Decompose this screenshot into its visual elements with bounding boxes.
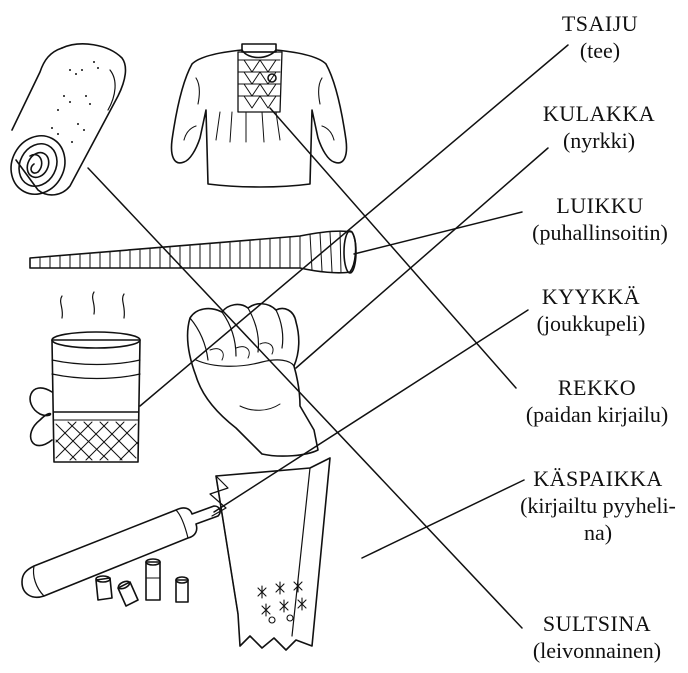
translation: (leivonnainen) <box>512 637 682 664</box>
label-luikku: LUIKKU (puhallinsoitin) <box>518 192 682 246</box>
line-tsaiju <box>140 45 568 406</box>
line-kaspaikka <box>362 480 524 558</box>
word: LUIKKU <box>518 192 682 219</box>
translation: (joukkupeli) <box>516 310 666 337</box>
word: REKKO <box>512 374 682 401</box>
translation: (puhallinsoitin) <box>518 219 682 246</box>
label-tsaiju: TSAIJU (tee) <box>540 10 660 64</box>
label-sultsina: SULTSINA (leivonnainen) <box>512 610 682 664</box>
kyykka-bat-icon <box>22 506 220 606</box>
line-kyykka <box>214 310 528 512</box>
label-kyykka: KYYKKÄ (joukkupeli) <box>516 283 666 337</box>
tea-glass-icon <box>30 292 140 462</box>
line-rekko <box>270 108 516 388</box>
translation: (tee) <box>540 37 660 64</box>
kyykka-pins-icon <box>96 559 188 606</box>
pastry-roll-icon <box>1 44 126 204</box>
embroidered-towel-icon <box>210 458 330 650</box>
fist-icon <box>188 304 318 456</box>
word: KYYKKÄ <box>516 283 666 310</box>
word: SULTSINA <box>512 610 682 637</box>
label-kaspaikka: KÄSPAIKKA (kirjailtu pyyheli- na) <box>512 465 684 546</box>
word: KULAKKA <box>524 100 674 127</box>
answer-lines <box>88 45 568 628</box>
label-rekko: REKKO (paidan kirjailu) <box>512 374 682 428</box>
translation: (kirjailtu pyyheli- <box>512 492 684 519</box>
label-kulakka: KULAKKA (nyrkki) <box>524 100 674 154</box>
word: KÄSPAIKKA <box>512 465 684 492</box>
translation: (paidan kirjailu) <box>512 401 682 428</box>
wind-horn-icon <box>30 231 356 273</box>
word: TSAIJU <box>540 10 660 37</box>
translation: (nyrkki) <box>524 127 674 154</box>
translation-cont: na) <box>512 519 684 546</box>
